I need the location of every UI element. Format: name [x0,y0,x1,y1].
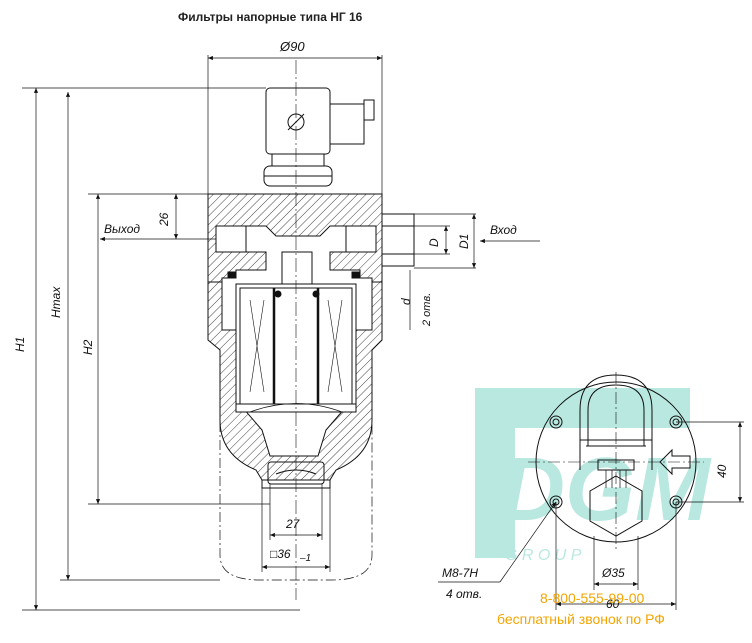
watermark-group-text: G R O U P [505,547,582,564]
dim-holes-4: 4 отв. [446,587,482,601]
dim-d: D [427,238,441,247]
outlet-port [215,225,247,253]
outlet-label: Выход [104,222,140,236]
filter-bowl [207,281,383,481]
dim-60: 60 [606,597,620,611]
watermark-logo-text: DGM [500,440,712,540]
dim-square-36: □36 [270,547,291,561]
bottom-view-dimensions [438,421,744,610]
dim-thread-m8: M8-7H [442,566,478,580]
inlet-port [345,225,377,253]
dim-hmax: Hmax [49,286,63,318]
dim-h2: H2 [81,339,95,355]
dim-d-small: d [399,298,413,305]
dim-26: 26 [157,212,171,227]
o-ring-right [351,271,361,279]
dimension-lines [22,55,540,611]
connector-housing [265,87,331,155]
dim-holes-2: 2 отв. [421,293,433,327]
connector-cable-gland [329,103,365,145]
filter-bottom-view [528,372,704,552]
bolt-hole-1 [549,415,563,429]
drawing-title: Фильтры напорные типа НГ 16 [178,10,363,24]
contact-free-call: бесплатный звонок по РФ [497,611,665,627]
dim-27: 27 [285,517,301,531]
dim-square-36-tolerance: –1 [299,553,311,564]
dim-d1: D1 [457,234,471,249]
o-ring-left [227,271,237,279]
watermark-logo: DGM G R O U P [475,388,712,564]
filter-section-view [207,60,415,600]
contact-phone[interactable]: 8-800-555-99-00 [540,590,645,606]
inlet-label: Вход [490,223,517,237]
dim-40: 40 [715,464,729,478]
dim-h1: H1 [13,337,27,352]
inlet-fitting [381,213,415,267]
inlet-direction-arrow [659,448,691,476]
dim-diameter-35: Ø35 [601,566,625,580]
connector-screw [363,99,375,121]
dim-diameter-90: Ø90 [279,39,305,54]
